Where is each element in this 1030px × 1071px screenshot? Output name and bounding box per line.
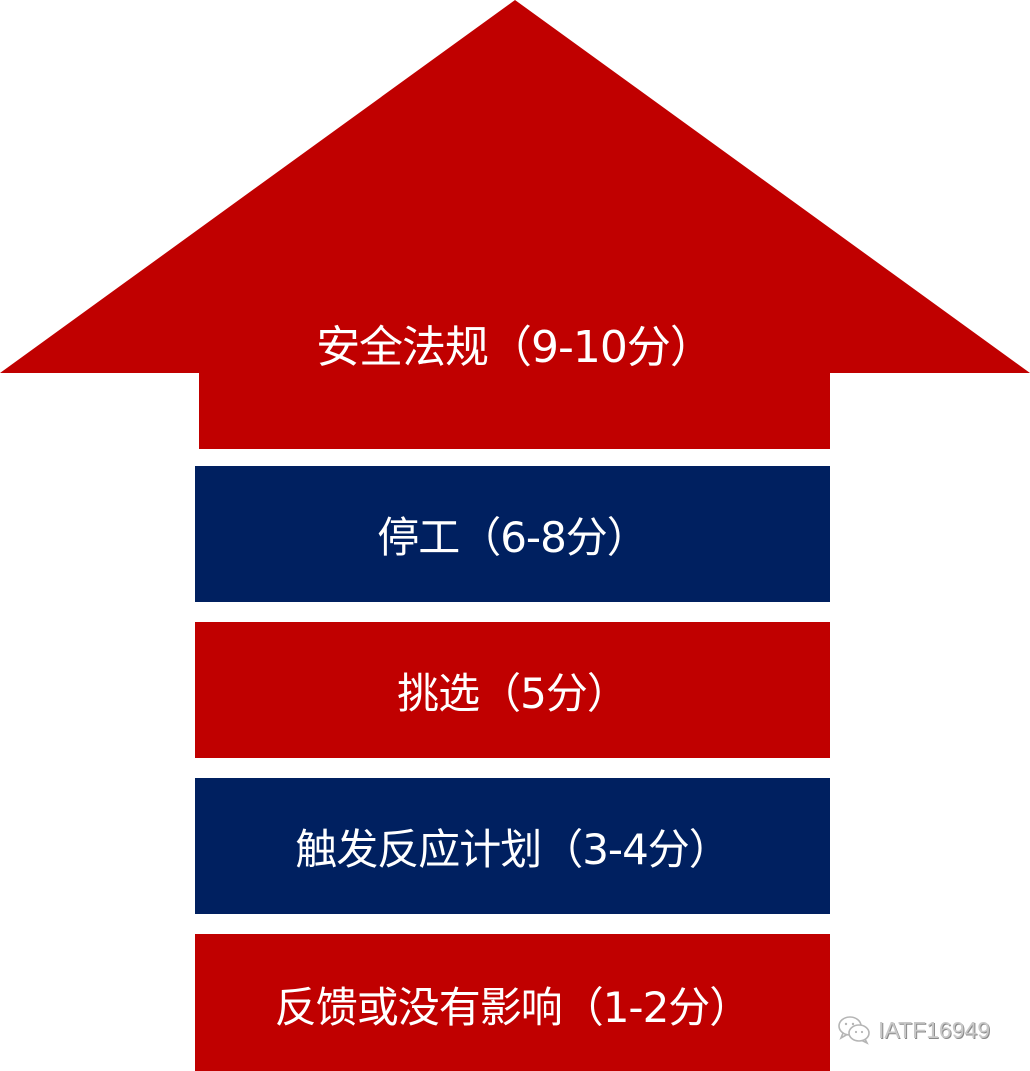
level-no-effect: 反馈或没有影响（1-2分） (195, 934, 830, 1071)
wechat-icon (838, 1016, 870, 1045)
level-no-effect-label: 反馈或没有影响（1-2分） (274, 983, 752, 1032)
arrow-head-shape (0, 0, 1030, 449)
level-shutdown-label: 停工（6-8分） (377, 512, 649, 562)
level-reaction-plan-label: 触发反应计划（3-4分） (295, 824, 731, 874)
watermark: IATF16949 (836, 1010, 990, 1050)
arrow-up-icon (0, 0, 1030, 449)
level-safety-regulation-label: 安全法规（9-10分） (316, 322, 714, 373)
watermark-text: IATF16949 (878, 1016, 991, 1043)
level-shutdown: 停工（6-8分） (195, 466, 830, 602)
level-sorting: 挑选（5分） (195, 622, 830, 758)
level-reaction-plan: 触发反应计划（3-4分） (195, 778, 830, 914)
level-sorting-label: 挑选（5分） (397, 668, 629, 718)
